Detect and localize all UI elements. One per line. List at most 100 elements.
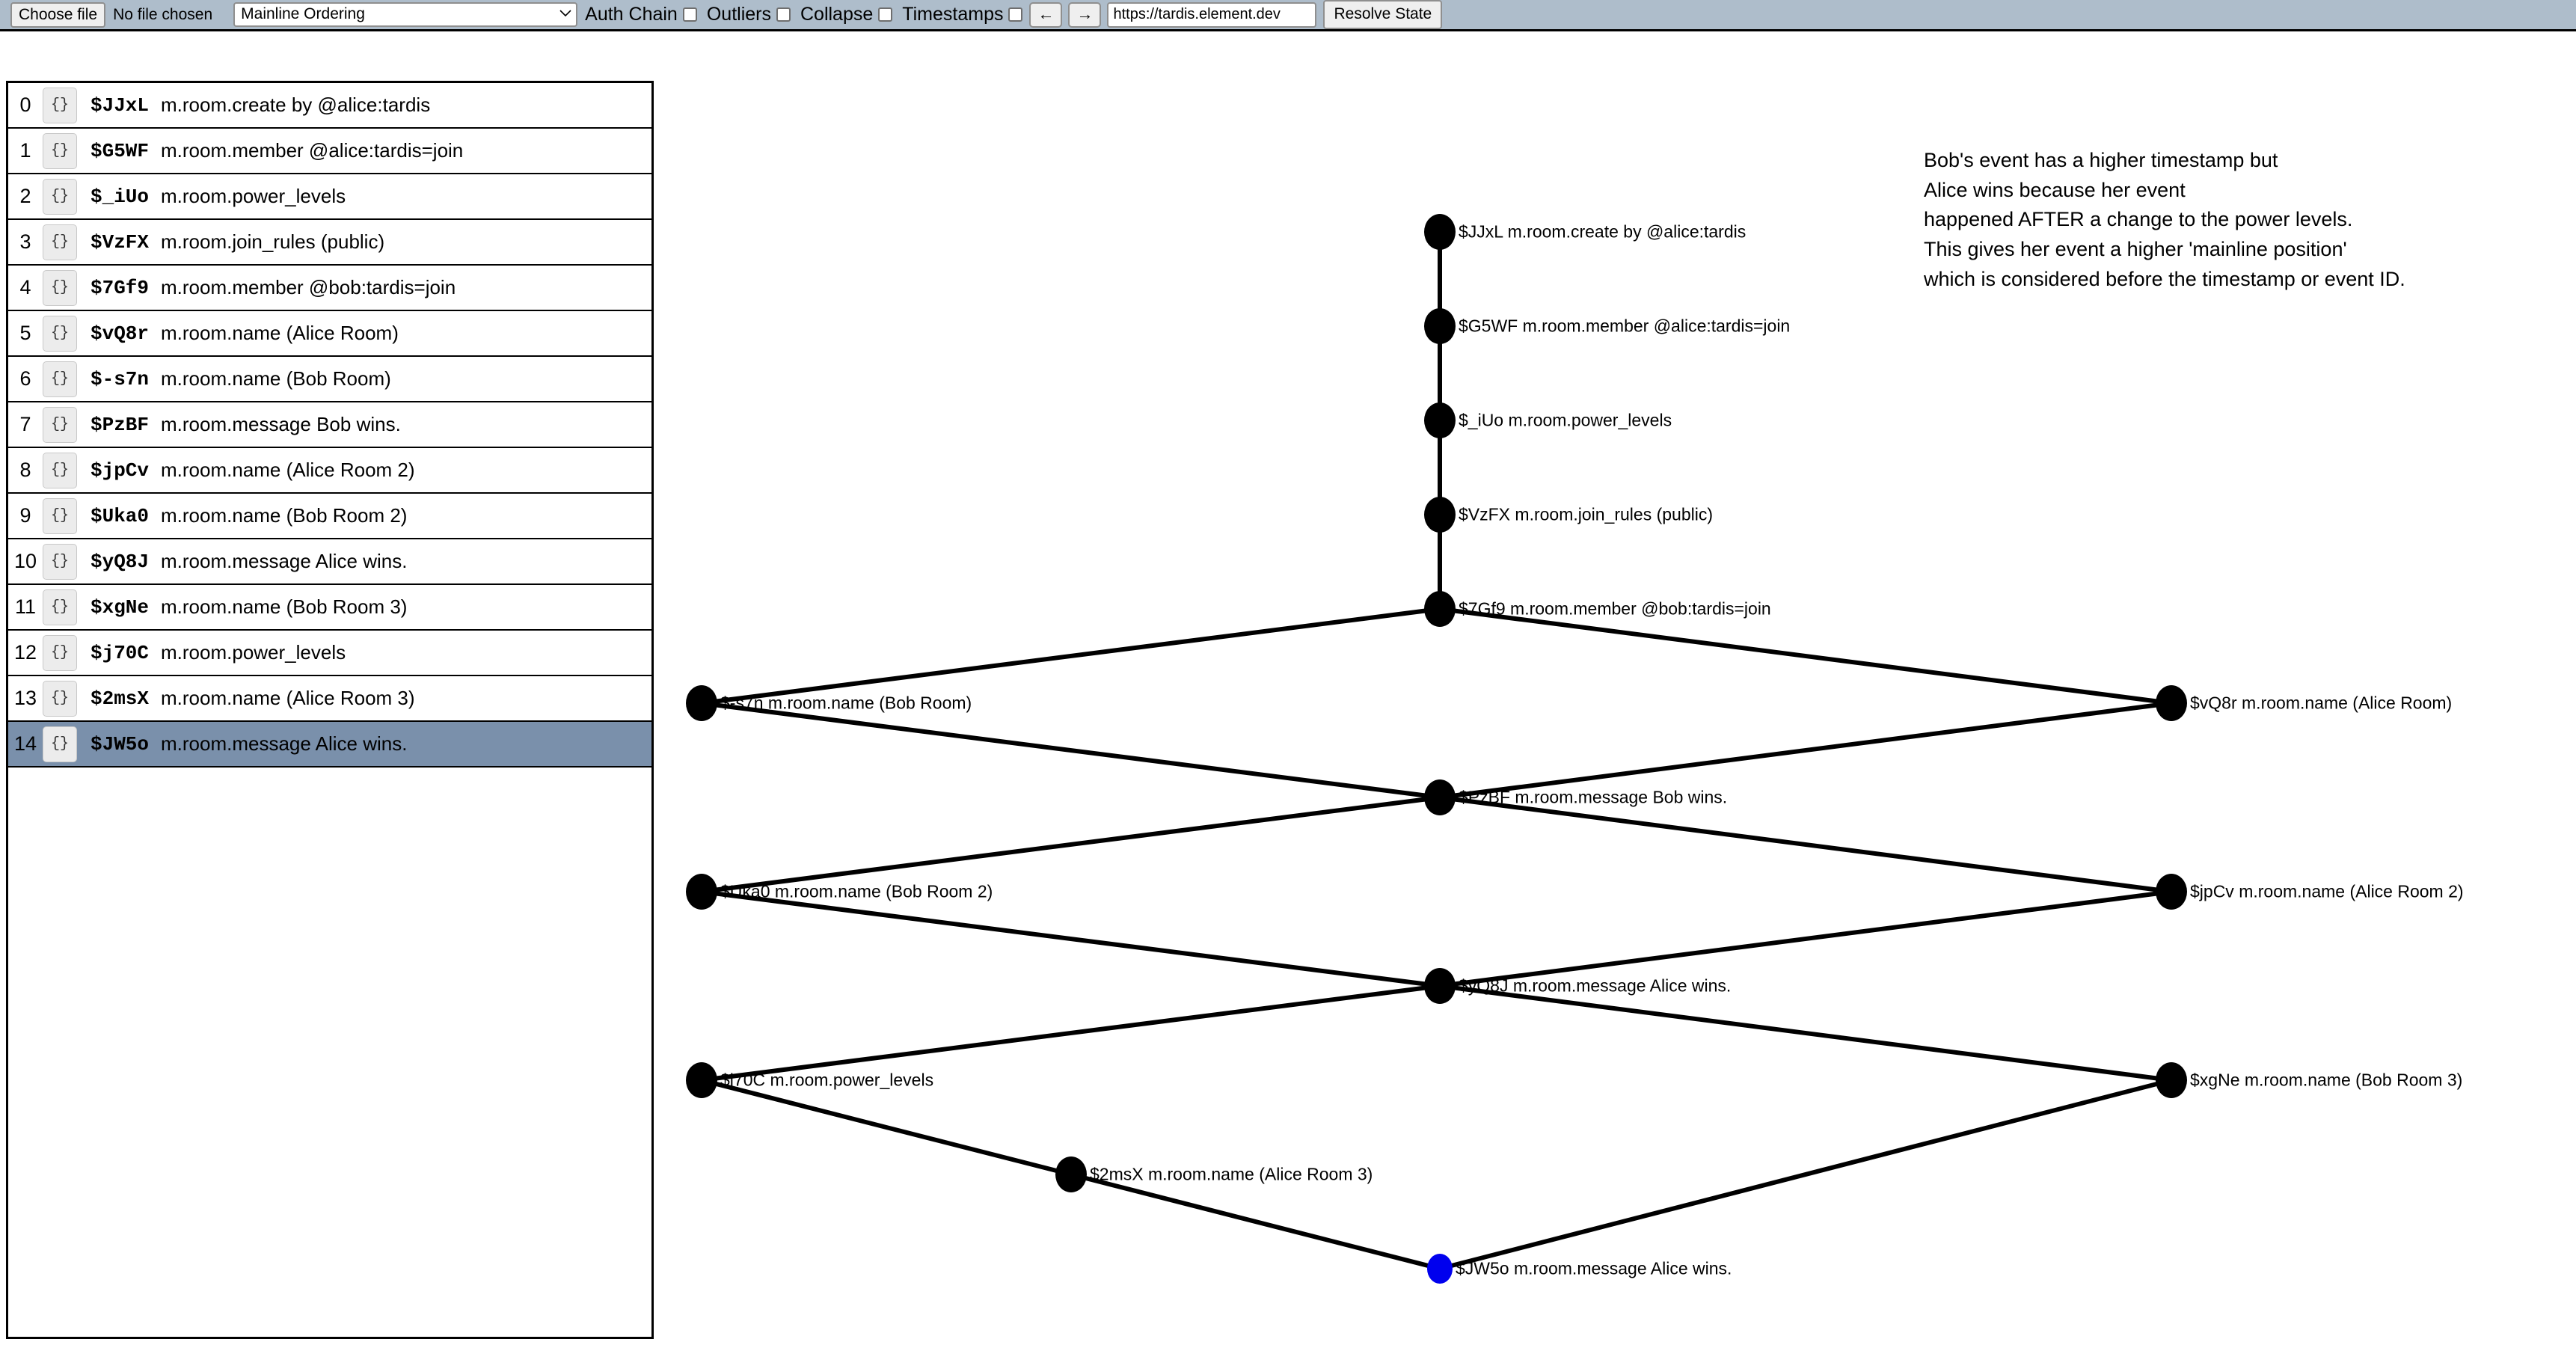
graph-node-label: $-s7n m.room.name (Bob Room): [720, 693, 972, 713]
graph-node[interactable]: [1427, 1254, 1453, 1284]
auth-chain-label: Auth Chain: [585, 4, 678, 25]
outliers-label: Outliers: [706, 4, 771, 25]
auth-chain-checkbox[interactable]: [682, 7, 697, 22]
chosen-file-label: No file chosen: [113, 5, 213, 23]
outliers-checkbox[interactable]: [776, 7, 791, 22]
json-badge-icon[interactable]: {}: [43, 315, 77, 352]
event-row-id: $_iUo: [91, 185, 150, 208]
event-row-index: 5: [19, 322, 31, 344]
event-row-id: $jpCv: [91, 459, 150, 482]
event-row-description: m.room.create by @alice:tardis: [161, 94, 431, 116]
graph-node[interactable]: [2156, 685, 2187, 721]
graph-node[interactable]: [1424, 214, 1456, 250]
graph-node[interactable]: [1424, 402, 1456, 438]
event-row-index: 8: [19, 459, 31, 481]
graph-node[interactable]: [1424, 968, 1456, 1004]
graph-node-label: $j70C m.room.power_levels: [720, 1070, 934, 1090]
event-row-id: $vQ8r: [91, 322, 150, 345]
graph-node[interactable]: [686, 1062, 717, 1098]
event-row-index: 4: [19, 276, 31, 298]
event-row-index: 6: [19, 367, 31, 390]
server-url-value: https://tardis.element.dev: [1113, 6, 1281, 22]
event-row-description: m.room.message Bob wins.: [161, 413, 401, 435]
json-badge-icon[interactable]: {}: [43, 132, 77, 169]
graph-node-label: $VzFX m.room.join_rules (public): [1459, 504, 1714, 524]
event-row-description: m.room.power_levels: [161, 641, 346, 664]
graph-node-label: $G5WF m.room.member @alice:tardis=join: [1459, 316, 1791, 336]
event-row-id: $Uka0: [91, 504, 150, 527]
event-row-id: $j70C: [91, 641, 150, 664]
graph-node[interactable]: [1424, 497, 1456, 533]
json-badge-icon[interactable]: {}: [43, 680, 77, 717]
event-row-id: $VzFX: [91, 230, 150, 254]
json-badge-icon[interactable]: {}: [43, 178, 77, 215]
event-row-index: 1: [19, 139, 31, 162]
event-row-description: m.room.name (Bob Room 2): [161, 504, 408, 527]
event-row-description: m.room.power_levels: [161, 185, 346, 207]
collapse-label: Collapse: [800, 4, 874, 25]
event-row[interactable]: 2 {} $_iUo m.room.power_levels: [8, 174, 651, 220]
graph-node[interactable]: [2156, 1062, 2187, 1098]
event-row-description: m.room.member @bob:tardis=join: [161, 276, 456, 298]
graph-node-label: $JW5o m.room.message Alice wins.: [1456, 1258, 1732, 1278]
event-row-description: m.room.message Alice wins.: [161, 550, 408, 572]
json-badge-icon[interactable]: {}: [43, 543, 77, 580]
toolbar: Choose file No file chosen Mainline Orde…: [0, 0, 2576, 31]
timestamps-checkbox[interactable]: [1008, 7, 1023, 22]
event-row-index: 13: [13, 687, 37, 709]
event-row-description: m.room.name (Bob Room): [161, 367, 391, 390]
event-row[interactable]: 8 {} $jpCv m.room.name (Alice Room 2): [8, 448, 651, 494]
event-row-description: m.room.name (Alice Room 2): [161, 459, 415, 481]
json-badge-icon[interactable]: {}: [43, 361, 77, 397]
ordering-select-value: Mainline Ordering: [241, 5, 365, 22]
json-badge-icon[interactable]: {}: [43, 589, 77, 625]
event-row-id: $G5WF: [91, 139, 150, 162]
event-row-index: 2: [19, 185, 31, 207]
server-url-input[interactable]: https://tardis.element.dev: [1107, 1, 1317, 28]
event-row-description: m.room.name (Bob Room 3): [161, 595, 408, 618]
event-row-index: 3: [19, 230, 31, 253]
json-badge-icon[interactable]: {}: [43, 269, 77, 306]
graph-node-label: $PzBF m.room.message Bob wins.: [1459, 787, 1728, 807]
event-row[interactable]: 12 {} $j70C m.room.power_levels: [8, 631, 651, 676]
graph-node[interactable]: [1055, 1156, 1087, 1192]
graph-node[interactable]: [686, 685, 717, 721]
event-row-index: 12: [13, 641, 37, 664]
collapse-checkbox[interactable]: [878, 7, 893, 22]
json-badge-icon[interactable]: {}: [43, 726, 77, 762]
graph-node[interactable]: [1424, 308, 1456, 344]
graph-node[interactable]: [1424, 779, 1456, 815]
ordering-select[interactable]: Mainline Ordering: [233, 2, 578, 27]
json-badge-icon[interactable]: {}: [43, 224, 77, 260]
json-badge-icon[interactable]: {}: [43, 634, 77, 671]
graph-node[interactable]: [686, 874, 717, 910]
graph-node[interactable]: [2156, 874, 2187, 910]
choose-file-button[interactable]: Choose file: [10, 1, 106, 28]
json-badge-icon[interactable]: {}: [43, 87, 77, 123]
forward-arrow-icon[interactable]: →: [1068, 1, 1102, 28]
back-arrow-icon[interactable]: ←: [1029, 1, 1063, 28]
json-badge-icon[interactable]: {}: [43, 452, 77, 488]
resolve-state-button[interactable]: Resolve State: [1323, 0, 1443, 29]
graph-node-label: $vQ8r m.room.name (Alice Room): [2190, 693, 2453, 713]
graph-node[interactable]: [1424, 591, 1456, 627]
graph-node-label: $yQ8J m.room.message Alice wins.: [1459, 975, 1732, 996]
json-badge-icon[interactable]: {}: [43, 406, 77, 443]
event-row-index: 7: [19, 413, 31, 435]
json-badge-icon[interactable]: {}: [43, 497, 77, 534]
event-row-index: 10: [13, 550, 37, 572]
event-row-id: $xgNe: [91, 595, 150, 619]
